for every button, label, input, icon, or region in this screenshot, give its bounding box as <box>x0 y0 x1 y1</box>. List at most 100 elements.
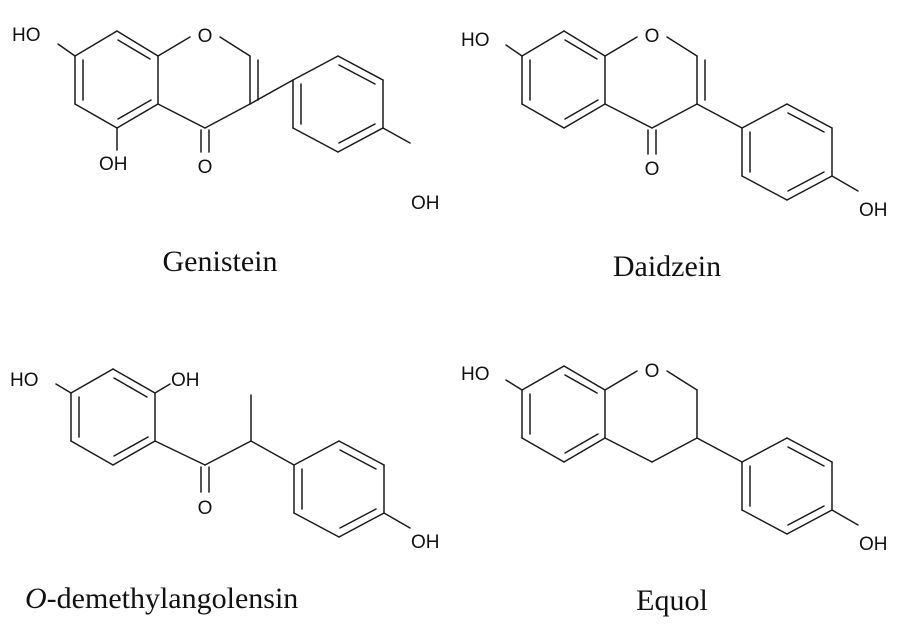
genistein-bond <box>337 127 384 153</box>
genistein-bond <box>337 55 384 81</box>
genistein-oh-4prime: OH <box>411 193 440 214</box>
equol-double-bond <box>564 433 599 454</box>
daidzein-structure: HO O O OH Daidzein <box>461 26 888 283</box>
genistein-double-bond <box>338 64 376 85</box>
daidzein-double-bond <box>564 39 598 60</box>
daidzein-oh-4prime: OH <box>859 200 888 221</box>
daidzein-bond <box>651 103 698 129</box>
equol-bond <box>505 379 523 391</box>
daidzein-bond <box>563 103 606 129</box>
equol-bond <box>696 437 743 463</box>
daidzein-double-bond <box>787 171 825 192</box>
equol-ring-oxygen: O <box>645 361 660 382</box>
daidzein-bond <box>666 36 698 57</box>
daidzein-name: Daidzein <box>613 250 721 283</box>
daidzein-bond <box>521 30 565 57</box>
odma-bond <box>70 368 114 394</box>
equol-double-bond <box>564 374 598 394</box>
equol-bond <box>604 370 638 391</box>
odma-bond <box>383 512 411 529</box>
daidzein-ring-oxygen: O <box>645 26 660 47</box>
genistein-double-bond <box>117 39 151 60</box>
equol-bond <box>521 365 565 391</box>
genistein-bond <box>157 36 191 57</box>
odma-name: O-demethylangolensin <box>25 582 298 615</box>
daidzein-bond <box>741 103 788 129</box>
daidzein-bond <box>505 44 523 57</box>
genistein-bond <box>219 36 251 57</box>
odma-carbonyl-oxygen: O <box>198 498 213 519</box>
odma-double-bond <box>113 377 148 398</box>
odma-bond <box>250 440 295 466</box>
odma-oh-4prime: OH <box>411 532 440 553</box>
odma-double-bond <box>339 508 377 529</box>
odma-bond <box>338 512 385 538</box>
equol-bond <box>741 437 788 463</box>
odma-bond <box>293 440 340 466</box>
odma-bond <box>70 440 114 466</box>
genistein-name: Genistein <box>163 245 278 278</box>
genistein-double-bond <box>117 99 152 120</box>
daidzein-bond <box>786 175 833 201</box>
daidzein-bond <box>741 175 788 201</box>
equol-bond <box>521 437 565 463</box>
odma-bond <box>112 440 156 466</box>
daidzein-ho-7: HO <box>461 30 490 51</box>
genistein-structure: HO O OH O OH Genistein <box>12 25 440 278</box>
genistein-bond <box>204 103 251 129</box>
daidzein-bond <box>786 103 833 129</box>
equol-name: Equol <box>636 584 708 617</box>
genistein-bond <box>382 127 411 144</box>
equol-bond <box>786 509 833 535</box>
genistein-carbonyl-oxygen: O <box>198 157 213 178</box>
odma-double-bond <box>113 436 149 457</box>
daidzein-bond <box>831 175 859 192</box>
daidzein-carbonyl-oxygen: O <box>645 159 660 180</box>
daidzein-bond <box>604 36 638 57</box>
genistein-double-bond <box>338 123 376 144</box>
equol-bond <box>666 370 698 391</box>
odma-structure: HO OH O OH O-demethylangolensin <box>10 368 440 615</box>
genistein-bond <box>74 30 118 57</box>
genistein-bond <box>74 103 118 129</box>
odma-bond <box>112 368 156 394</box>
genistein-bond <box>292 55 339 81</box>
odma-name-italic: O <box>25 582 47 615</box>
equol-ho-7: HO <box>461 364 490 385</box>
genistein-bond <box>157 103 206 129</box>
genistein-oh-5: OH <box>99 154 128 175</box>
daidzein-bond <box>521 103 565 129</box>
equol-bond <box>831 509 859 526</box>
odma-bond <box>293 512 340 538</box>
odma-bond <box>154 440 206 466</box>
odma-bond <box>55 383 72 394</box>
daidzein-double-bond <box>564 99 599 120</box>
daidzein-bond <box>563 30 606 57</box>
daidzein-bond <box>604 103 653 129</box>
odma-name-rest: -demethylangolensin <box>47 582 299 615</box>
equol-double-bond <box>787 505 825 526</box>
equol-structure: HO O OH Equol <box>461 361 888 617</box>
genistein-bond <box>116 30 159 57</box>
genistein-ho-7: HO <box>12 25 41 46</box>
odma-bond <box>204 440 252 466</box>
genistein-ring-oxygen: O <box>198 26 213 47</box>
odma-ho-4: HO <box>10 370 39 391</box>
equol-bond <box>741 509 788 535</box>
equol-bond <box>651 437 698 463</box>
odma-double-bond <box>339 449 377 470</box>
equol-bond <box>604 437 653 463</box>
odma-bond <box>338 440 385 466</box>
equol-bond <box>786 437 833 463</box>
genistein-bond <box>249 79 294 105</box>
equol-bond <box>563 365 606 391</box>
genistein-bond <box>292 127 339 153</box>
genistein-bond <box>57 43 76 57</box>
equol-oh-4prime: OH <box>859 534 888 555</box>
genistein-bond <box>116 103 159 129</box>
odma-oh-2: OH <box>171 370 200 391</box>
daidzein-double-bond <box>787 112 825 133</box>
daidzein-bond <box>696 103 743 129</box>
